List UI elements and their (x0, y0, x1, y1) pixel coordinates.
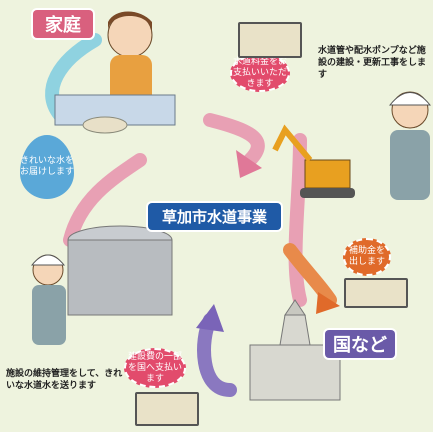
nation-label: 国など (325, 330, 395, 358)
arrow-home-to-city (203, 113, 265, 167)
arrow-maint-to-home (63, 153, 147, 247)
maint-worker-helmet (30, 254, 66, 266)
arrow-nation-subsidy (283, 243, 337, 307)
home-pays-bubble: 水道料金をお支払いいただきます (230, 54, 290, 92)
woman-hair (108, 11, 152, 32)
city-pays-bubble: 建設費の一部を国へ支払います (124, 348, 186, 388)
arrow-head-pink (236, 150, 262, 178)
excavator-cab (304, 159, 351, 189)
money-icon-city (135, 392, 199, 426)
dish (82, 116, 128, 134)
woman-body (110, 55, 152, 105)
nation-tower-top (284, 299, 306, 316)
excavator-arm (272, 124, 313, 162)
worker-body (390, 130, 430, 200)
maint-worker-body (32, 285, 66, 345)
water-drop-label: きれいな水をお届けします (20, 135, 74, 199)
maintenance-description: 施設の維持管理をして、きれいな水道水を送ります (6, 369, 123, 391)
worker-helmet (388, 92, 432, 106)
tank-body (67, 239, 173, 316)
money-icon-home (238, 22, 302, 58)
arrow-head-purple (196, 304, 224, 332)
nation-tower (279, 314, 311, 346)
arrow-city-to-construction (288, 133, 307, 307)
nation-subsidy-bubble: 補助金を出します (343, 238, 391, 276)
water-utility-title: 草加市水道事業 (148, 203, 281, 230)
excavator-track (300, 188, 355, 198)
arrow-head-orange (316, 292, 340, 314)
home-label: 家庭 (33, 10, 93, 38)
construction-description: 水道管や配水ポンプなど施設の建設・更新工事をします (318, 46, 427, 80)
money-icon-subsidy (344, 278, 408, 308)
